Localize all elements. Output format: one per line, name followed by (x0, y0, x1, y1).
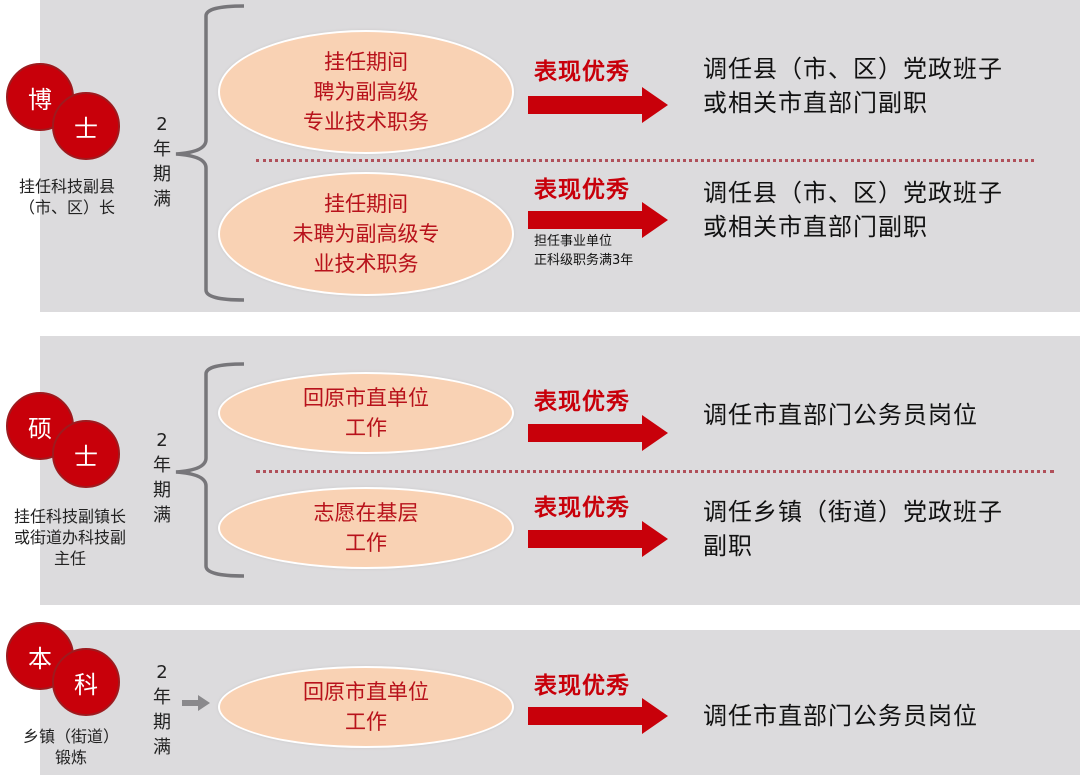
condition-ellipse: 回原市直单位 工作 (218, 372, 514, 454)
condition-ellipse: 挂任期间 聘为副高级 专业技术职务 (218, 30, 514, 154)
right-arrow-icon (528, 521, 668, 557)
period-label: 2 年 期 满 (153, 430, 171, 526)
performance-label: 表现优秀 (534, 495, 630, 521)
condition-ellipse: 回原市直单位 工作 (218, 666, 514, 748)
outcome-text: 调任县（市、区）党政班子 或相关市直部门副职 (703, 55, 1003, 117)
bachelor-panel (40, 630, 1080, 775)
period-label: 2 年 期 满 (153, 114, 171, 210)
outcome-text: 调任乡镇（街道）党政班子 副职 (703, 498, 1003, 560)
doctor-caption: 挂任科技副县 （市、区）长 (2, 176, 132, 218)
right-arrow-icon (528, 202, 668, 238)
performance-label: 表现优秀 (534, 673, 630, 699)
master-caption: 挂任科技副镇长 或街道办科技副 主任 (13, 507, 126, 568)
outcome-text: 调任市直部门公务员岗位 (703, 702, 978, 730)
caption-line: 挂任科技副县 (18, 177, 115, 196)
outcome-text: 调任县（市、区）党政班子 或相关市直部门副职 (703, 179, 1003, 241)
degree-badge-second-char: 科 (52, 648, 120, 716)
performance-label: 表现优秀 (534, 389, 630, 415)
right-arrow-icon (528, 415, 668, 451)
curly-brace-icon (175, 4, 245, 302)
degree-badge-second-char: 士 (52, 92, 120, 160)
performance-label: 表现优秀 (534, 59, 630, 85)
caption-line: （市、区）长 (18, 198, 115, 217)
performance-label: 表现优秀 (534, 177, 630, 203)
doctor-panel (40, 0, 1080, 312)
dotted-divider (256, 159, 1034, 162)
right-arrow-icon (528, 698, 668, 734)
right-arrow-icon (528, 87, 668, 123)
degree-badge-second-char: 士 (52, 420, 120, 488)
dotted-divider (256, 470, 1054, 473)
small-gray-arrow-icon (182, 695, 210, 711)
bachelor-caption: 乡镇（街道） 锻炼 (22, 727, 119, 767)
period-label: 2 年 期 满 (153, 662, 171, 758)
condition-ellipse: 挂任期间 未聘为副高级专 业技术职务 (218, 172, 514, 296)
arrow-note: 担任事业单位 正科级职务满3年 (534, 234, 634, 268)
condition-ellipse: 志愿在基层 工作 (218, 487, 514, 569)
curly-brace-icon (175, 362, 245, 578)
outcome-text: 调任市直部门公务员岗位 (703, 401, 978, 429)
